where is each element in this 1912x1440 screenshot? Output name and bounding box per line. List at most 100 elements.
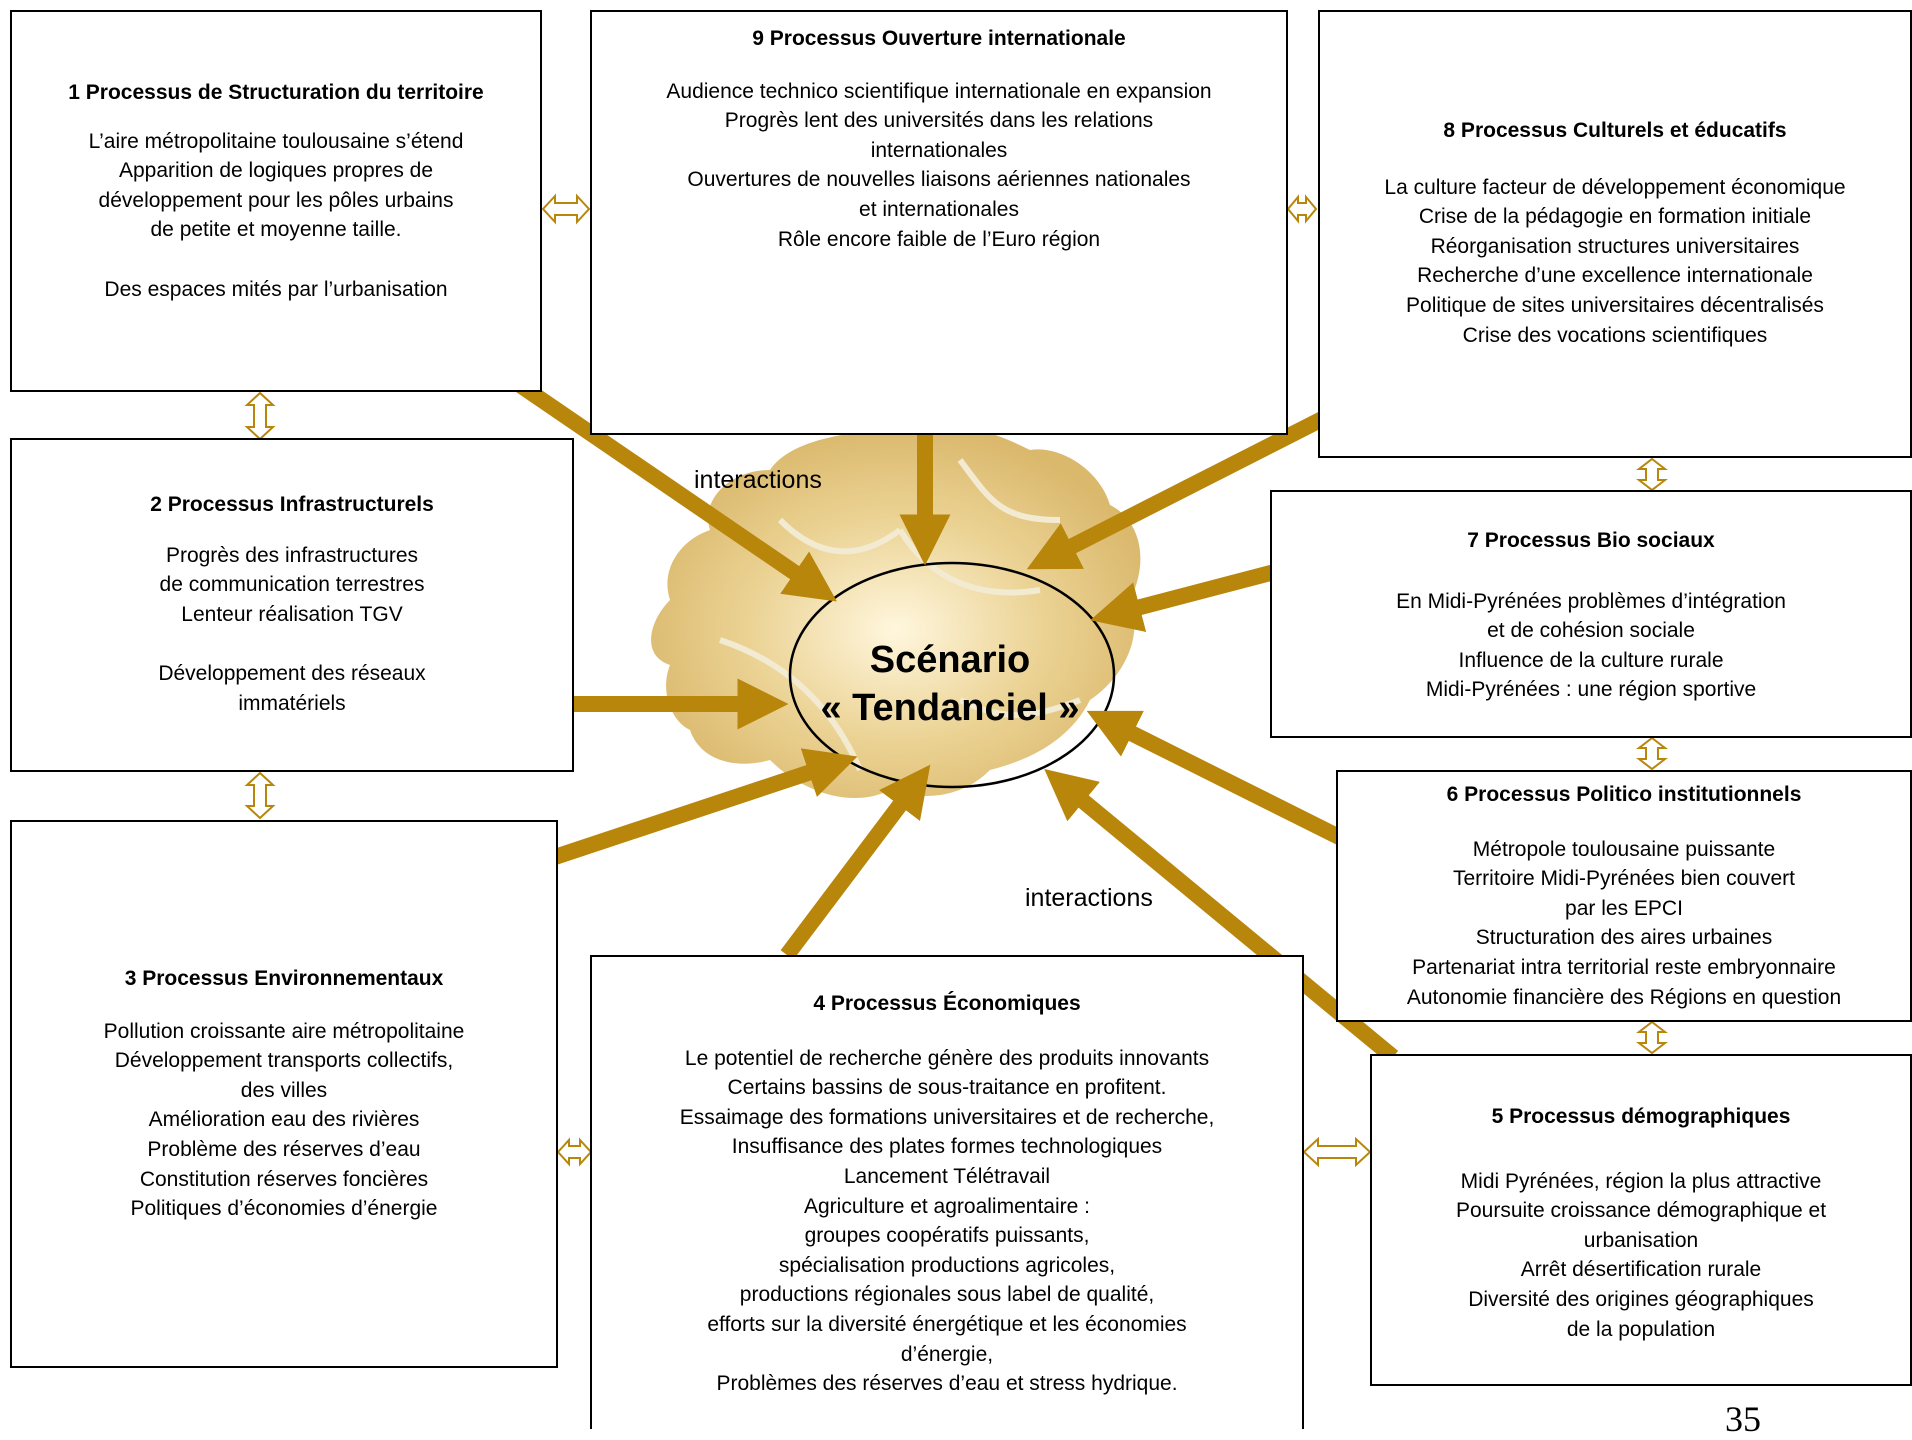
box-content: La culture facteur de développement écon… xyxy=(1376,173,1853,351)
box-line: de petite et moyenne taille. xyxy=(150,218,402,242)
box-line: Réorganisation structures universitaires xyxy=(1430,234,1800,258)
arrow-from-b6 xyxy=(1086,710,1349,848)
box-line: Le potentiel de recherche génère des pro… xyxy=(684,1046,1210,1070)
box-line: Ouvertures de nouvelles liaisons aérienn… xyxy=(687,168,1191,192)
scenario-title: Scénario « Tendanciel » xyxy=(780,636,1120,732)
box-environnementaux: 3 Processus Environnementaux Pollution c… xyxy=(10,820,558,1368)
box-title: 7 Processus Bio sociaux xyxy=(1467,529,1715,552)
link-b3-b4 xyxy=(556,1137,593,1167)
box-line: Structuration des aires urbaines xyxy=(1475,926,1773,950)
box-line: Métropole toulousaine puissante xyxy=(1472,837,1776,861)
box-content: Le potentiel de recherche génère des pro… xyxy=(672,1044,1223,1399)
arrow-from-b8 xyxy=(1026,407,1334,570)
arrow-from-b7 xyxy=(1090,563,1281,632)
box-content: En Midi-Pyrénées problèmes d’intégration… xyxy=(1388,587,1794,705)
box-title: 5 Processus démographiques xyxy=(1491,1105,1791,1128)
interactions-label-top: interactions xyxy=(694,466,822,494)
arrow-from-b3 xyxy=(549,748,858,866)
box-line: Audience technico scientifique internati… xyxy=(666,79,1212,103)
box-line: Partenariat intra territorial reste embr… xyxy=(1412,956,1836,980)
box-bio-sociaux: 7 Processus Bio sociaux En Midi-Pyrénées… xyxy=(1270,490,1912,738)
box-line: Lancement Télétravail xyxy=(843,1165,1051,1189)
box-line: groupes coopératifs puissants, xyxy=(804,1224,1090,1248)
box-structuration-territoire: 1 Processus de Structuration du territoi… xyxy=(10,10,542,392)
link-b1-b9 xyxy=(541,193,591,225)
box-line: Problèmes des réserves d’eau et stress h… xyxy=(716,1372,1178,1396)
link-b8-b7 xyxy=(1636,457,1668,492)
box-title: 1 Processus de Structuration du territoi… xyxy=(68,81,484,104)
link-b7-b6 xyxy=(1636,736,1668,771)
box-content: Pollution croissante aire métropolitaine… xyxy=(96,1017,473,1224)
box-line: par les EPCI xyxy=(1565,896,1683,920)
box-content: Progrès des infrastructures de communica… xyxy=(150,541,433,719)
arrow-from-b1 xyxy=(515,378,837,602)
box-title: 3 Processus Environnementaux xyxy=(124,967,444,990)
box-line: de communication terrestres xyxy=(159,573,425,597)
box-line: et de cohésion sociale xyxy=(1487,619,1695,643)
box-line: Poursuite croissance démographique et xyxy=(1455,1199,1827,1223)
box-title: 6 Processus Politico institutionnels xyxy=(1446,783,1802,806)
box-line: Midi-Pyrénées : une région sportive xyxy=(1425,678,1757,702)
arrow-from-b4 xyxy=(780,764,931,960)
box-line: La culture facteur de développement écon… xyxy=(1384,175,1846,199)
box-content: Audience technico scientifique internati… xyxy=(658,77,1219,255)
box-line: Rôle encore faible de l’Euro région xyxy=(777,227,1101,251)
box-line xyxy=(89,245,464,275)
box-line xyxy=(158,629,425,659)
box-line: Insuffisance des plates formes technolog… xyxy=(731,1135,1163,1159)
box-line: Autonomie financière des Régions en ques… xyxy=(1406,985,1842,1009)
interactions-label-bottom: interactions xyxy=(1025,884,1153,912)
box-line: Recherche d’une excellence international… xyxy=(1417,264,1813,288)
box-line: Influence de la culture rurale xyxy=(1458,648,1724,672)
box-ouverture-internationale: 9 Processus Ouverture internationale Aud… xyxy=(590,10,1288,435)
box-line: Amélioration eau des rivières xyxy=(148,1108,420,1132)
scenario-title-line1: Scénario xyxy=(869,639,1031,681)
box-line: Agriculture et agroalimentaire : xyxy=(804,1194,1090,1218)
link-b2-b3 xyxy=(244,771,276,820)
box-line: Politique de sites universitaires décent… xyxy=(1406,294,1824,318)
box-line: Midi Pyrénées, région la plus attractive xyxy=(1460,1169,1822,1193)
box-politico-institutionnels: 6 Processus Politico institutionnels Mét… xyxy=(1336,770,1912,1022)
box-title: 8 Processus Culturels et éducatifs xyxy=(1443,119,1787,142)
map-dept-line-1 xyxy=(777,517,902,555)
box-line: Des espaces mités par l’urbanisation xyxy=(104,277,448,301)
box-line: Développement des réseaux xyxy=(158,662,426,686)
box-line: développement pour les pôles urbains xyxy=(98,188,454,212)
box-line: Progrès des infrastructures xyxy=(165,543,419,567)
box-content: Midi Pyrénées, région la plus attractive… xyxy=(1448,1167,1834,1345)
scenario-ellipse xyxy=(788,561,1116,789)
box-line: immatériels xyxy=(238,691,346,715)
box-line: Lenteur réalisation TGV xyxy=(181,602,403,626)
box-line: productions régionales sous label de qua… xyxy=(739,1283,1155,1307)
map-dept-line-3 xyxy=(957,458,1061,523)
link-b6-b5 xyxy=(1636,1020,1668,1055)
box-economiques: 4 Processus Économiques Le potentiel de … xyxy=(590,955,1304,1429)
box-line: Constitution réserves foncières xyxy=(139,1167,429,1191)
box-line: Progrès lent des universités dans les re… xyxy=(724,109,1154,133)
scenario-title-line2: « Tendanciel » xyxy=(820,687,1080,729)
box-infrastructurels: 2 Processus Infrastructurels Progrès des… xyxy=(10,438,574,772)
box-title: 4 Processus Économiques xyxy=(813,992,1081,1015)
box-line: spécialisation productions agricoles, xyxy=(778,1253,1116,1277)
box-line: d’énergie, xyxy=(900,1342,994,1366)
box-culturels-educatifs: 8 Processus Culturels et éducatifs La cu… xyxy=(1318,10,1912,458)
box-line: Développement transports collectifs, xyxy=(114,1049,454,1073)
box-line: Pollution croissante aire métropolitaine xyxy=(103,1019,465,1043)
link-b4-b5 xyxy=(1302,1136,1372,1168)
box-line: urbanisation xyxy=(1583,1228,1699,1252)
box-line: Diversité des origines géographiques xyxy=(1468,1288,1814,1312)
box-line: L’aire métropolitaine toulousaine s’éten… xyxy=(88,129,464,153)
map-dept-line-5 xyxy=(958,697,1082,718)
box-line: En Midi-Pyrénées problèmes d’intégration xyxy=(1396,589,1786,613)
box-line: de la population xyxy=(1566,1317,1716,1341)
box-line: internationales xyxy=(870,138,1008,162)
box-title: 2 Processus Infrastructurels xyxy=(150,493,434,516)
box-line: Arrêt désertification rurale xyxy=(1520,1258,1762,1282)
box-line: Territoire Midi-Pyrénées bien couvert xyxy=(1453,867,1795,891)
box-line: Certains bassins de sous-traitance en pr… xyxy=(727,1076,1167,1100)
page-number: 35 xyxy=(1725,1399,1761,1439)
box-line: Problème des réserves d’eau xyxy=(147,1138,421,1162)
box-line: efforts sur la diversité énergétique et … xyxy=(707,1313,1187,1337)
box-demographiques: 5 Processus démographiques Midi Pyrénées… xyxy=(1370,1054,1912,1386)
